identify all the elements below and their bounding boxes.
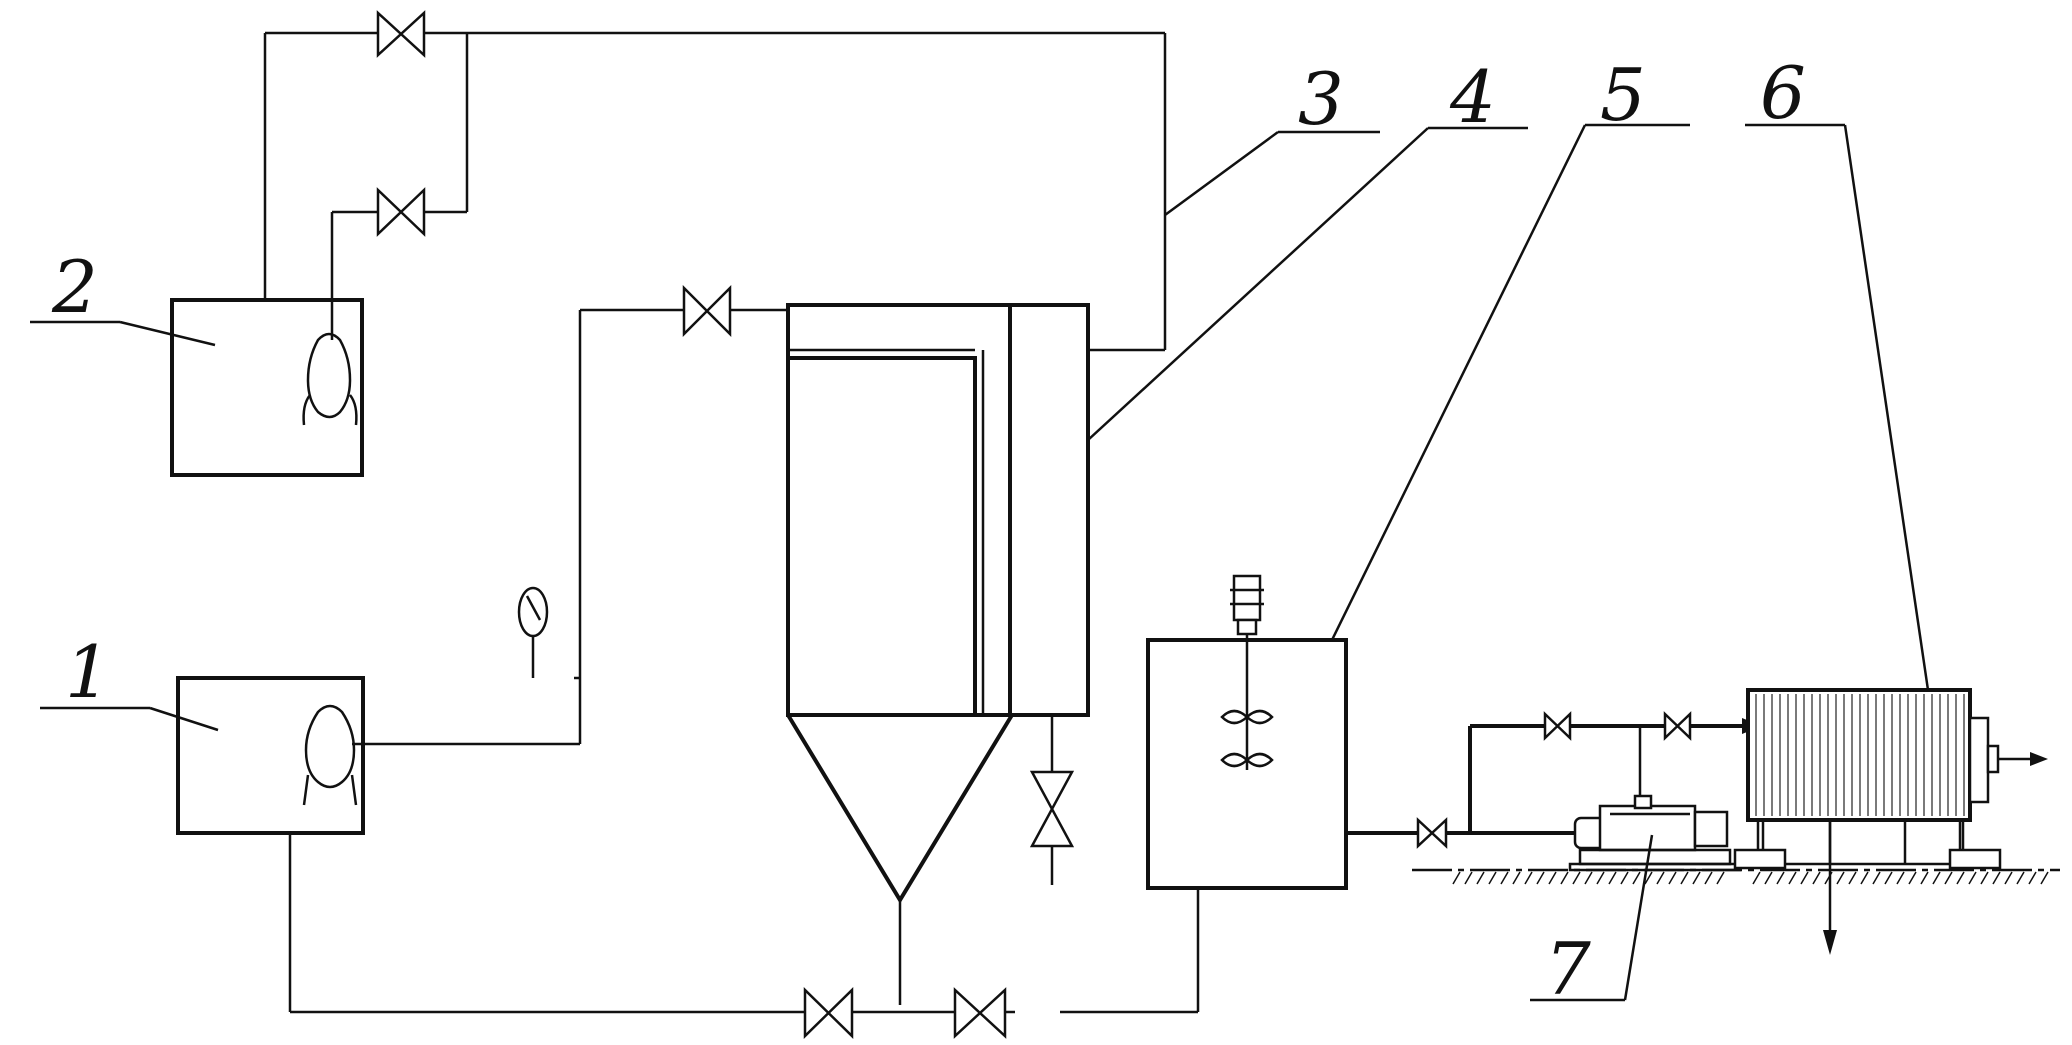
ground-hatch (2004, 871, 2013, 885)
ground-hatch (1584, 871, 1593, 885)
valve-bottom-1 (803, 987, 854, 1039)
ground-hatch (1824, 871, 1833, 885)
ground-hatch (1896, 871, 1905, 885)
valve-top-2 (376, 187, 426, 237)
ground-hatch (1872, 871, 1881, 885)
label-2: 2 (51, 245, 98, 329)
ground-hatch (1920, 871, 1929, 885)
label-3: 3 (1298, 57, 1344, 141)
valve-outlet (1416, 817, 1448, 849)
feed-pump (1568, 794, 1742, 872)
label-1: 1 (65, 630, 111, 714)
tower-vessel (786, 303, 1090, 1005)
ground-hatch (1908, 871, 1917, 885)
label-6: 6 (1760, 51, 1806, 135)
ground-hatch (2040, 871, 2049, 885)
ground-hatch (1596, 871, 1605, 885)
ground-hatch (1512, 871, 1521, 885)
valve-side-drain (1029, 770, 1075, 848)
ground-hatch (1716, 871, 1725, 885)
ground-hatch (1764, 871, 1773, 885)
bottom-pipe (288, 833, 1200, 1039)
ground-hatch (1932, 871, 1941, 885)
ground-hatch (1788, 871, 1797, 885)
label-5: 5 (1600, 53, 1646, 137)
ground-hatch (1536, 871, 1545, 885)
ground-hatch (1704, 871, 1713, 885)
ground-hatch (2028, 871, 2037, 885)
ground-hatch (1848, 871, 1857, 885)
valve-inlet (682, 284, 732, 338)
unit-2-tank (170, 298, 364, 477)
ground-hatch (1944, 871, 1953, 885)
ground-hatch (1572, 871, 1581, 885)
ground-hatch (1968, 871, 1977, 885)
ground-hatch (1620, 871, 1629, 885)
ground-hatch (1452, 871, 1461, 885)
ground-hatch (1656, 871, 1665, 885)
ground-line (1412, 868, 2060, 885)
ground-hatch (1692, 871, 1701, 885)
label-4: 4 (1449, 55, 1496, 139)
ground-hatch (1560, 871, 1569, 885)
unit-1-tank (176, 676, 365, 835)
ground-hatch (1776, 871, 1785, 885)
valve-press-1 (1543, 711, 1572, 741)
ground-hatch (1992, 871, 2001, 885)
valve-top-1 (376, 10, 426, 58)
label-7: 7 (1545, 927, 1591, 1011)
ground-hatch (1836, 871, 1845, 885)
valve-press-2 (1663, 711, 1692, 741)
ground-hatch (1608, 871, 1617, 885)
ground-hatch (1668, 871, 1677, 885)
ground-hatch (1524, 871, 1533, 885)
ground-hatch (1500, 871, 1509, 885)
valve-bottom-2 (953, 987, 1007, 1039)
ground-hatch (1800, 871, 1809, 885)
ground-hatch (1548, 871, 1557, 885)
ground-hatch (1812, 871, 1821, 885)
ground-hatch (1956, 871, 1965, 885)
ground-hatch (1752, 871, 1761, 885)
ground-hatch (1884, 871, 1893, 885)
ground-hatch (1860, 871, 1869, 885)
ground-hatch (2016, 871, 2025, 885)
ground-hatch (1980, 871, 1989, 885)
top-pipe-network (263, 10, 1167, 352)
ground-hatch (1644, 871, 1653, 885)
pressure-gauge-icon (517, 586, 549, 638)
ground-hatch (1488, 871, 1497, 885)
ground-hatch (1680, 871, 1689, 885)
filter-press (1733, 688, 2048, 955)
ground-hatch (1464, 871, 1473, 885)
ground-hatch (1632, 871, 1641, 885)
inlet-pipe (352, 284, 788, 746)
leader-lines (30, 123, 1930, 1002)
agitator-tank (1146, 574, 1348, 890)
ground-hatch (1476, 871, 1485, 885)
